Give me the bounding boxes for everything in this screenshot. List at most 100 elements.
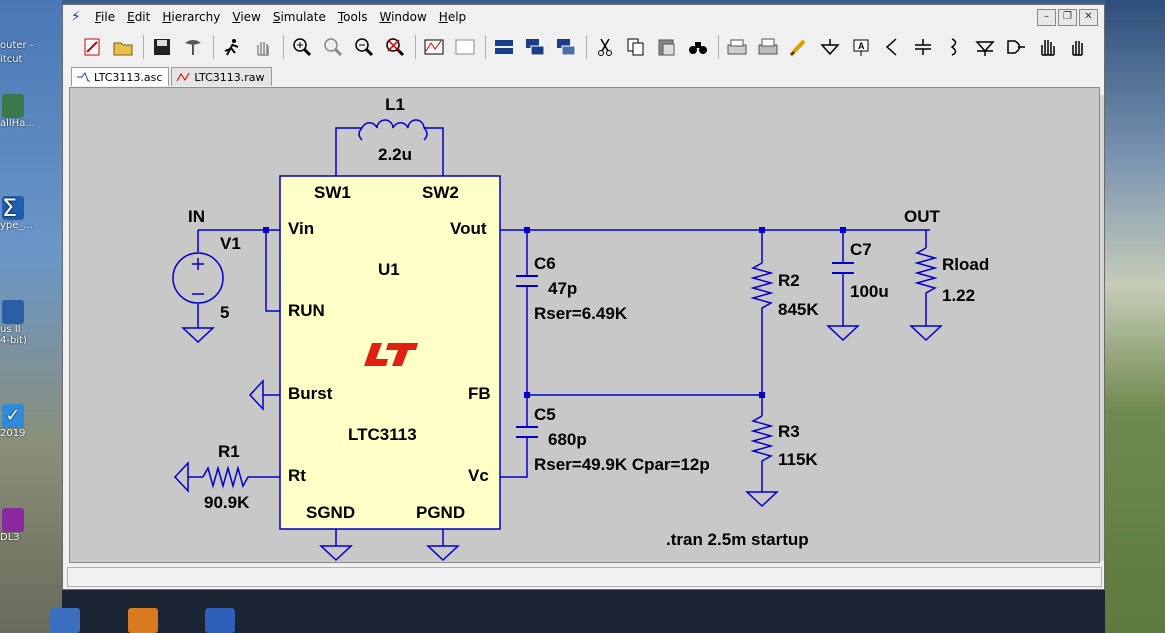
open-folder-icon[interactable]	[110, 35, 136, 59]
waveform-file-icon	[176, 72, 190, 82]
copy-icon[interactable]	[623, 35, 649, 59]
ltspice-app-icon[interactable]: ⚡	[71, 9, 81, 25]
c7-value-label: 100u	[850, 282, 889, 301]
minimize-icon[interactable]: –	[1037, 9, 1056, 26]
app-shortcut-icon	[2, 508, 24, 532]
voltage-source-v1[interactable]	[172, 252, 224, 304]
desktop-icon-label: itcut	[0, 54, 23, 65]
capacitor-icon[interactable]	[910, 35, 936, 59]
print-preview-icon[interactable]	[724, 35, 750, 59]
restore-icon[interactable]: ❐	[1058, 9, 1077, 26]
cut-icon[interactable]	[592, 35, 618, 59]
paste-icon[interactable]	[654, 35, 680, 59]
autorange-icon[interactable]	[421, 35, 447, 59]
hand-icon[interactable]	[250, 35, 276, 59]
label-net-icon[interactable]: A	[848, 35, 874, 59]
word-icon[interactable]	[205, 608, 235, 633]
resistor-rload[interactable]	[914, 247, 938, 301]
resistor-icon[interactable]	[879, 35, 905, 59]
resistor-r2[interactable]	[750, 262, 774, 316]
pin-fb-label: FB	[468, 384, 491, 403]
run-icon[interactable]	[219, 35, 245, 59]
ground-icon[interactable]	[817, 35, 843, 59]
desktop-icon[interactable]: DL3	[0, 508, 60, 543]
title-bar: ⚡ File Edit Hierarchy View Simulate Tool…	[63, 5, 1104, 29]
new-schematic-icon[interactable]	[79, 35, 105, 59]
desktop-icon-label: outer -	[0, 40, 34, 51]
find-icon[interactable]	[685, 35, 711, 59]
menu-view[interactable]: View	[232, 10, 261, 24]
tab-label: LTC3113.asc	[94, 70, 163, 84]
desktop-icon-label: ype_...	[0, 220, 33, 231]
desktop-icon[interactable]: ✓2019	[0, 404, 60, 439]
draw-wire-icon[interactable]	[786, 35, 812, 59]
menu-hierarchy[interactable]: Hierarchy	[162, 10, 221, 24]
desktop-icon-label: 2019	[0, 428, 26, 439]
close-icon[interactable]: ✕	[1079, 9, 1098, 26]
pin-sw1-label: SW1	[314, 183, 351, 202]
capacitor-c7[interactable]	[832, 262, 854, 274]
schematic-canvas[interactable]: L1 2.2u SW1 SW2 Vin Vout U1 RUN Burst FB…	[69, 87, 1100, 563]
desktop-icon[interactable]: outer -	[0, 40, 60, 51]
menu-window[interactable]: Window	[379, 10, 427, 24]
tile-vertical-icon[interactable]	[553, 35, 579, 59]
pin-vout-label: Vout	[450, 219, 487, 238]
vertical-scrollbar[interactable]	[1100, 95, 1104, 561]
tab-label: LTC3113.raw	[194, 70, 265, 84]
menu-tools[interactable]: Tools	[337, 10, 368, 24]
spice-directive[interactable]: .tran 2.5m startup	[666, 530, 809, 549]
resistor-r1[interactable]	[202, 465, 257, 489]
v1-value-label: 5	[220, 303, 229, 322]
save-icon[interactable]	[149, 35, 175, 59]
print-icon[interactable]	[755, 35, 781, 59]
inductor-l1[interactable]	[361, 119, 425, 129]
app-shortcut-icon	[2, 300, 24, 324]
tab-waveform[interactable]: LTC3113.raw	[171, 67, 272, 86]
cascade-icon[interactable]	[522, 35, 548, 59]
pin-burst-label: Burst	[288, 384, 333, 403]
diode-icon[interactable]	[972, 35, 998, 59]
check-icon: ✓	[2, 404, 24, 428]
capacitor-c6[interactable]	[516, 275, 538, 287]
inductor-icon[interactable]	[941, 35, 967, 59]
control-panel-icon[interactable]	[180, 35, 206, 59]
taskbar-app-icon[interactable]	[50, 608, 80, 633]
menu-bar: File Edit Hierarchy View Simulate Tools …	[95, 10, 478, 24]
ic-u1-body[interactable]	[279, 175, 501, 530]
desktop-icon[interactable]: allHa...	[0, 94, 60, 129]
pin-vc-label: Vc	[468, 466, 489, 485]
schematic-drawing[interactable]: L1 2.2u SW1 SW2 Vin Vout U1 RUN Burst FB…	[70, 88, 1099, 562]
resistor-r3[interactable]	[750, 415, 774, 466]
menu-edit[interactable]: Edit	[127, 10, 151, 24]
pin-sw2-label: SW2	[422, 183, 459, 202]
menu-simulate[interactable]: Simulate	[272, 10, 326, 24]
zoom-fit-icon[interactable]	[382, 35, 408, 59]
taskbar	[62, 590, 1105, 633]
pin-vin-label: Vin	[288, 219, 314, 238]
toolbar-separator	[586, 35, 587, 59]
tab-schematic[interactable]: LTC3113.asc	[71, 67, 170, 86]
tile-horizontal-icon[interactable]	[491, 35, 517, 59]
desktop-icon[interactable]: itcut	[0, 54, 60, 65]
zoom-out-icon[interactable]	[351, 35, 377, 59]
grid-icon[interactable]	[452, 35, 478, 59]
capacitor-c5[interactable]	[516, 426, 538, 438]
toolbar-separator	[485, 35, 486, 59]
c5-value-label: 680p	[548, 430, 587, 449]
toolbar-separator	[213, 35, 214, 59]
window-controls: – ❐ ✕	[1035, 9, 1098, 26]
move-hand-icon[interactable]	[1034, 35, 1060, 59]
c5-attr-label: Rser=49.9K Cpar=12p	[534, 455, 710, 474]
component-icon[interactable]	[1003, 35, 1029, 59]
drag-hand-icon[interactable]	[1065, 35, 1091, 59]
menu-help[interactable]: Help	[438, 10, 467, 24]
pan-zoom-icon[interactable]	[320, 35, 346, 59]
l1-ref-label: L1	[385, 95, 405, 114]
menu-file[interactable]: File	[95, 10, 116, 24]
matlab-icon[interactable]	[128, 608, 158, 633]
zoom-in-icon[interactable]	[289, 35, 315, 59]
pin-pgnd-label: PGND	[416, 503, 465, 522]
c7-ref-label: C7	[850, 240, 872, 259]
